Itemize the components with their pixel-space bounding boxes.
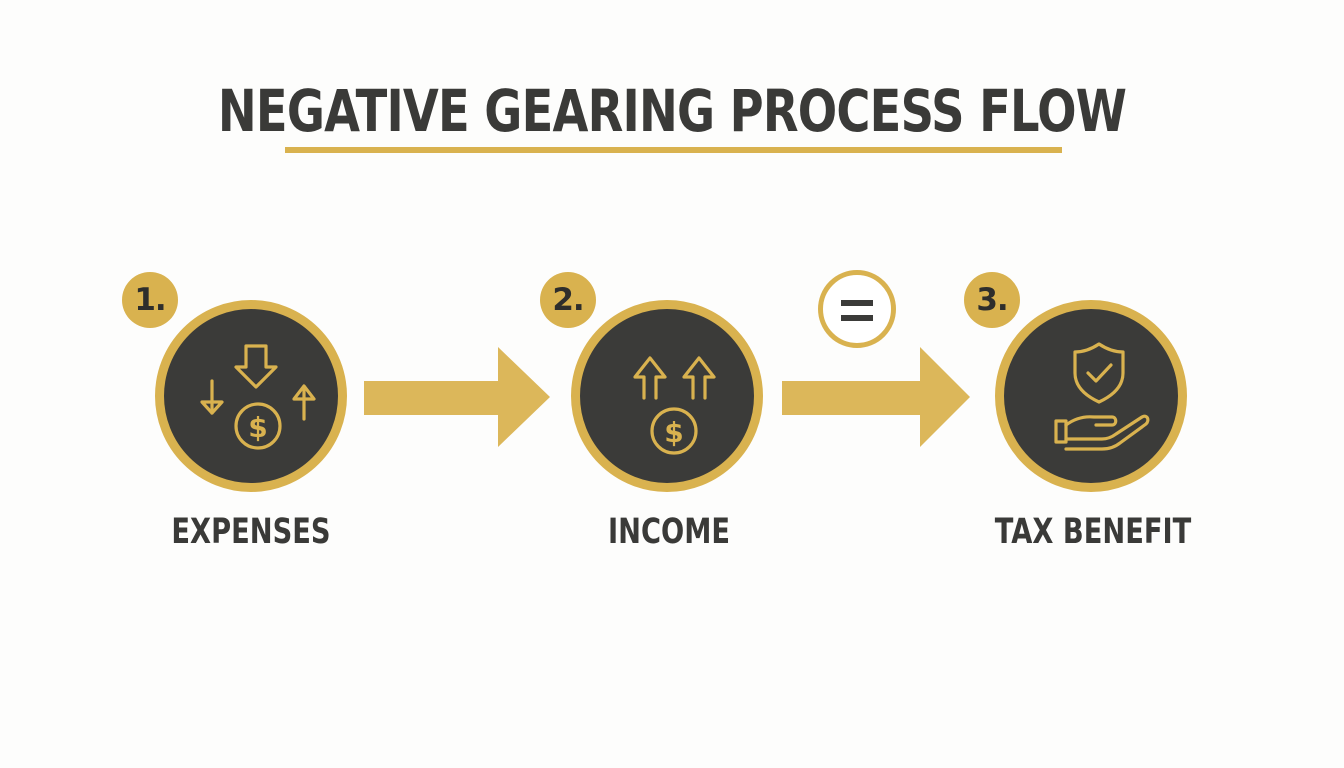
equals-bottom-bar xyxy=(841,315,873,321)
step-3-circle xyxy=(995,300,1187,492)
expenses-down-arrows-dollar-icon: $ xyxy=(200,344,316,450)
step-3-number-badge: 3. xyxy=(964,272,1020,328)
income-up-arrows-dollar-icon: $ xyxy=(633,356,716,455)
step-3-label: TAX BENEFIT xyxy=(994,512,1192,552)
arrow-right-icon xyxy=(364,347,550,447)
step-2-circle: $ xyxy=(571,300,763,492)
equals-icon xyxy=(818,270,896,348)
title-underline xyxy=(285,147,1062,153)
equals-top-bar xyxy=(841,300,873,306)
arrow-right-icon xyxy=(782,347,970,447)
step-2-number-badge: 2. xyxy=(540,272,596,328)
shield-check-hand-icon xyxy=(1054,342,1150,451)
step-1-label: EXPENSES xyxy=(171,512,331,552)
svg-text:$: $ xyxy=(664,416,683,449)
step-1-number-badge: 1. xyxy=(122,272,178,328)
step-1-circle: $ xyxy=(155,300,347,492)
page-title: NEGATIVE GEARING PROCESS FLOW xyxy=(217,77,1127,145)
svg-text:$: $ xyxy=(248,411,267,444)
step-2-label: INCOME xyxy=(607,512,731,552)
